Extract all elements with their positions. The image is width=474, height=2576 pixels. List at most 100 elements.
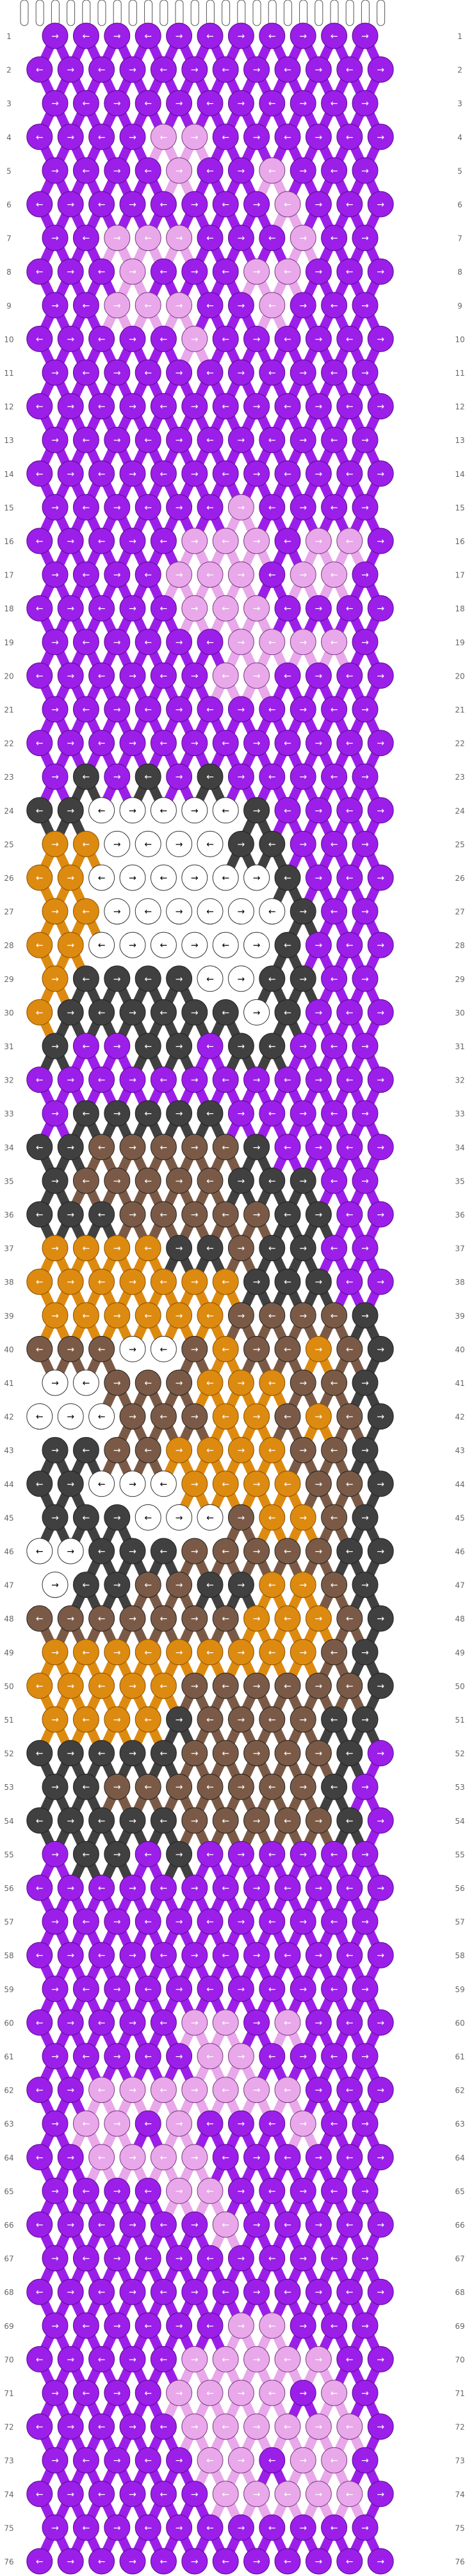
knot: ← (212, 527, 239, 554)
knot: → (305, 1134, 332, 1161)
knot-direction-arrow: → (299, 1782, 307, 1792)
knot-direction-arrow: → (315, 536, 323, 547)
knot: ← (336, 2278, 363, 2305)
knot: ← (197, 426, 224, 453)
knot-direction-arrow: → (176, 772, 183, 782)
knot-direction-arrow: ← (331, 1244, 338, 1254)
knot-direction-arrow: ← (284, 2086, 291, 2096)
knot: ← (274, 2481, 301, 2508)
knot: → (166, 1572, 193, 1598)
knot: ← (336, 1470, 363, 1497)
knot-direction-arrow: ← (268, 2523, 276, 2533)
knot-direction-arrow: ← (36, 2220, 44, 2230)
knot-direction-arrow: → (51, 772, 59, 782)
knot-direction-arrow: → (113, 2119, 121, 2129)
knot-direction-arrow: ← (206, 772, 214, 782)
knot-direction-arrow: → (129, 1614, 136, 1624)
knot-direction-arrow: ← (36, 940, 44, 951)
knot: ← (321, 696, 348, 723)
knot: → (181, 56, 208, 83)
knot: ← (259, 561, 286, 588)
knot-direction-arrow: → (253, 604, 261, 614)
knot-direction-arrow: ← (346, 604, 354, 614)
knot-direction-arrow: ← (36, 2153, 44, 2163)
row-number-right: 70 (455, 2355, 464, 2364)
knot-direction-arrow: → (51, 1244, 59, 1254)
knot-direction-arrow: → (299, 1244, 307, 1254)
knot: → (166, 1976, 193, 2002)
knot: ← (336, 527, 363, 554)
knot-direction-arrow: ← (222, 200, 229, 210)
row-number-right: 61 (455, 2052, 464, 2061)
knot: → (104, 2514, 131, 2541)
knot: ← (150, 56, 177, 83)
knot-direction-arrow: → (113, 2388, 121, 2399)
knot-direction-arrow: ← (144, 1176, 152, 1186)
knot: → (352, 1369, 379, 1396)
knot-direction-arrow: → (253, 1210, 261, 1220)
knot: ← (88, 2346, 115, 2372)
knot: ← (26, 56, 53, 83)
knot-direction-arrow: ← (331, 234, 338, 244)
knot-direction-arrow: → (315, 267, 323, 277)
knot-direction-arrow: → (238, 1378, 245, 1389)
knot: ← (321, 1437, 348, 1463)
knot-direction-arrow: → (51, 2186, 59, 2196)
knot-direction-arrow: → (129, 402, 136, 412)
knot-direction-arrow: ← (284, 334, 291, 344)
knot-direction-arrow: ← (222, 1210, 229, 1220)
knot-direction-arrow: → (238, 301, 245, 311)
knot: → (290, 2110, 316, 2137)
row-number-right: 53 (455, 1783, 464, 1792)
knot: → (181, 999, 208, 1026)
knot: ← (135, 1572, 161, 1598)
knot-direction-arrow: ← (346, 2220, 354, 2230)
knot-direction-arrow: → (51, 2052, 59, 2062)
knot-direction-arrow: → (113, 570, 121, 581)
knot: ← (259, 157, 286, 184)
knot: → (119, 2481, 146, 2508)
knot: → (42, 90, 69, 117)
row-number-left: 74 (4, 2490, 13, 2499)
knot: ← (26, 2413, 53, 2440)
knot: → (290, 696, 316, 723)
knot: ← (259, 1167, 286, 1194)
knot-direction-arrow: ← (331, 705, 338, 715)
knot: ← (259, 494, 286, 520)
knot-direction-arrow: → (238, 1109, 245, 1119)
knot: → (104, 629, 131, 656)
knot: → (243, 864, 270, 891)
knot: ← (26, 1201, 53, 1228)
knot-direction-arrow: → (113, 1917, 121, 1928)
knot: ← (336, 56, 363, 83)
knot-direction-arrow: ← (160, 2287, 168, 2298)
knot-direction-arrow: → (129, 604, 136, 614)
knot-direction-arrow: → (238, 31, 245, 42)
knot: ← (212, 1942, 239, 1968)
knot-direction-arrow: ← (144, 1715, 152, 1725)
strand-top-pin (299, 0, 308, 26)
knot: ← (26, 2077, 53, 2104)
knot: → (57, 595, 84, 622)
knot-direction-arrow: → (253, 469, 261, 479)
knot-direction-arrow: ← (36, 2355, 44, 2365)
knot-direction-arrow: ← (284, 1143, 291, 1153)
knot-direction-arrow: → (113, 2456, 121, 2466)
knot-direction-arrow: ← (206, 301, 214, 311)
knot: ← (150, 124, 177, 150)
knot: → (104, 1773, 131, 1800)
knot-direction-arrow: ← (144, 1445, 152, 1456)
knot: → (166, 1033, 193, 1059)
row-number-right: 71 (455, 2389, 464, 2398)
knot-direction-arrow: ← (331, 1849, 338, 1860)
knot-direction-arrow: ← (206, 503, 214, 513)
knot-direction-arrow: ← (144, 2254, 152, 2264)
knot-direction-arrow: → (377, 1547, 384, 1557)
knot: → (305, 1874, 332, 1901)
knot: ← (135, 2110, 161, 2137)
knot-direction-arrow: → (176, 1378, 183, 1389)
knot: → (104, 1572, 131, 1598)
knot: → (352, 1504, 379, 1531)
row-number-left: 33 (4, 1109, 13, 1118)
knot-direction-arrow: → (113, 907, 121, 917)
